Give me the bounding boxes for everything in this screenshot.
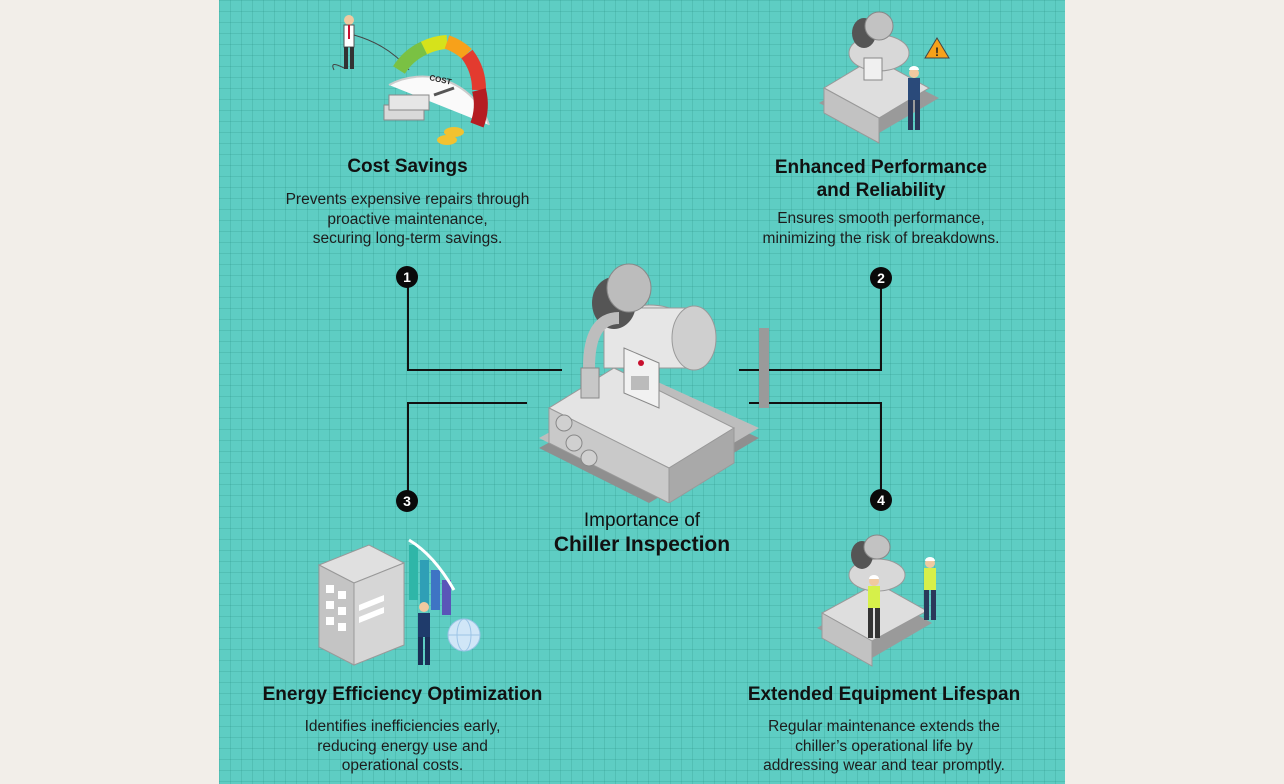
card-3-description: Identifies inefficiencies early, reducin… — [304, 718, 501, 774]
badge-1: 1 — [396, 266, 418, 288]
card-1-title: Cost Savings — [347, 156, 468, 177]
connector-4-horizontal — [749, 402, 882, 404]
cost-gauge-illustration: COST — [332, 15, 490, 145]
center-title: Chiller Inspection — [553, 533, 731, 556]
central-chiller-illustration — [539, 263, 769, 503]
performance-chiller-illustration: ! — [819, 11, 950, 144]
card-1-description: Prevents expensive repairs through proac… — [285, 191, 530, 247]
connector-3-vertical — [407, 402, 409, 492]
connector-2-vertical — [880, 287, 882, 371]
card-2-title: Enhanced Performance and Reliability — [774, 157, 988, 201]
card-2-description: Ensures smooth performance, minimizing t… — [762, 210, 1000, 247]
connector-1-vertical — [407, 287, 409, 371]
energy-efficiency-illustration — [317, 538, 481, 666]
connector-1-horizontal — [407, 369, 562, 371]
center-kicker: Importance of — [583, 510, 701, 531]
card-4-description: Regular maintenance extends the chiller’… — [763, 718, 1005, 774]
svg-text:!: ! — [935, 45, 939, 59]
badge-4: 4 — [870, 489, 892, 511]
lifespan-chiller-illustration — [817, 534, 936, 667]
infographic-canvas: 1 2 3 4 Importance of Chiller Inspection — [219, 0, 1065, 784]
badge-3: 3 — [396, 490, 418, 512]
card-3-title: Energy Efficiency Optimization — [262, 684, 543, 705]
card-4-title: Extended Equipment Lifespan — [747, 684, 1021, 705]
connector-4-vertical — [880, 402, 882, 492]
connector-3-horizontal — [407, 402, 527, 404]
connector-2-horizontal — [739, 369, 882, 371]
badge-2: 2 — [870, 267, 892, 289]
